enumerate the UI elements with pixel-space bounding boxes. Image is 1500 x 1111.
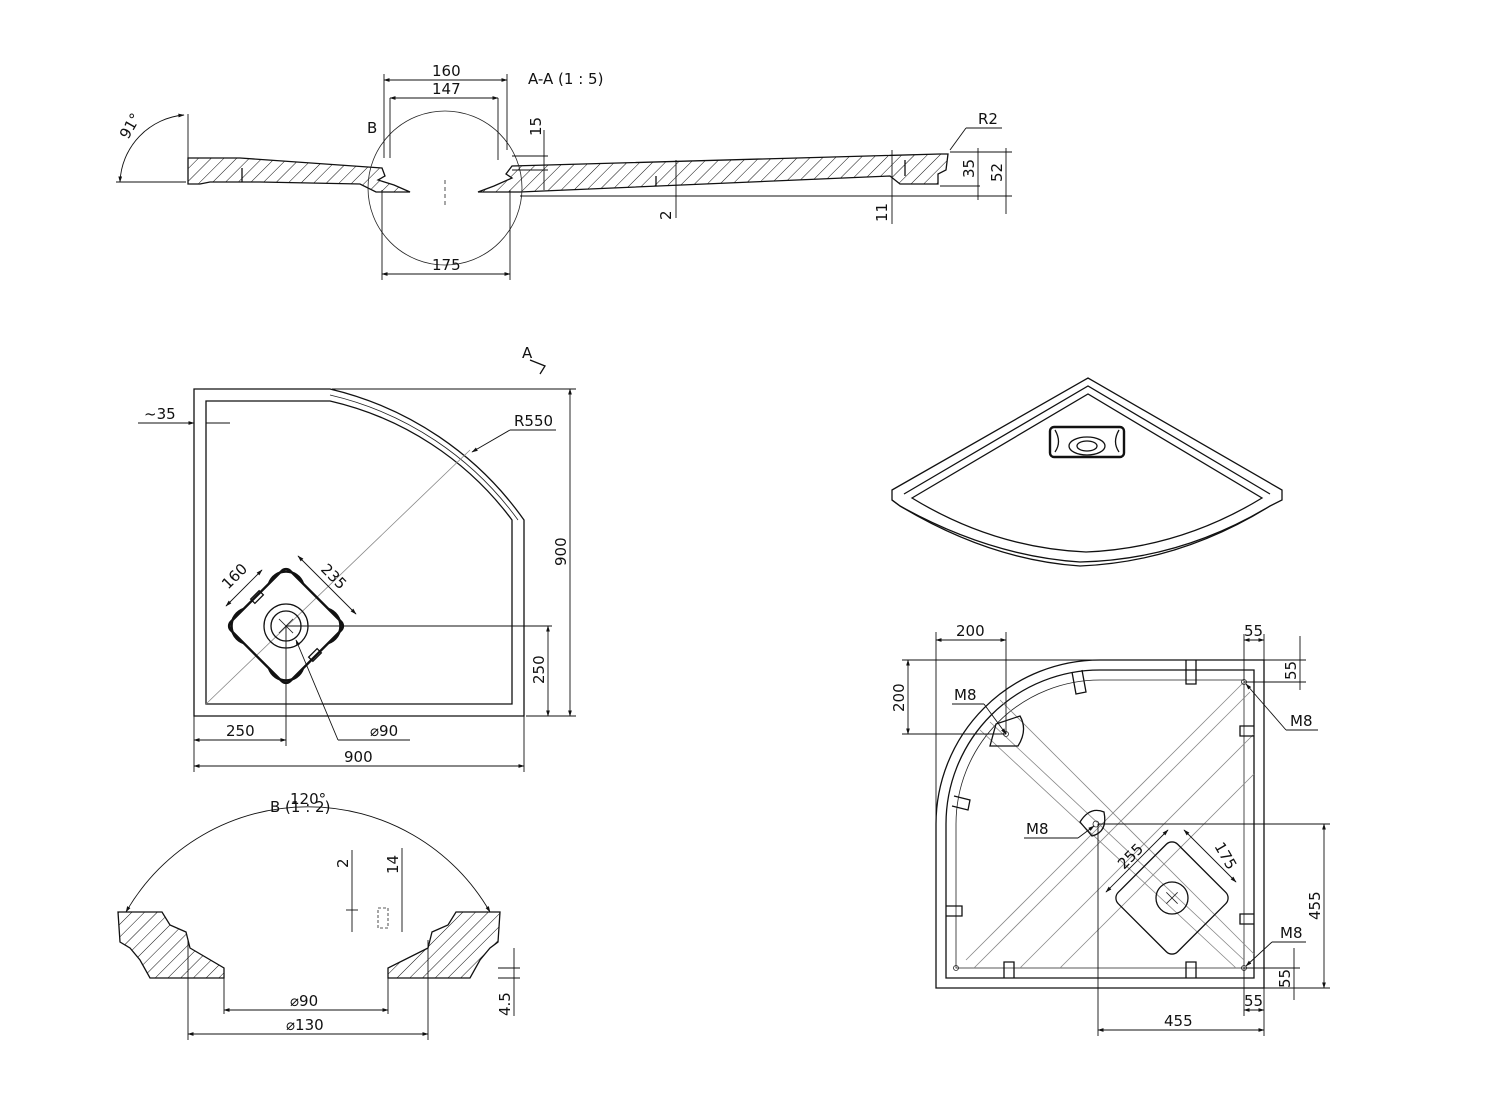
dim-175: 175 <box>1211 839 1241 873</box>
detail-b-dim-dia90: ⌀90 <box>290 992 318 1010</box>
dim-900-vertical: 900 <box>552 537 570 566</box>
dim-box-160: 160 <box>218 560 251 593</box>
dim-15-aa: 15 <box>527 117 545 136</box>
detail-b-view: B (1 : 2) 120° 2 14 4.5 ⌀90 ⌀130 <box>117 790 520 1040</box>
isometric-view <box>891 377 1283 567</box>
m8-label-4: M8 <box>1280 924 1303 942</box>
tray-outline <box>193 388 525 717</box>
dim-455-horizontal: 455 <box>1164 1012 1193 1030</box>
dim-11-aa: 11 <box>873 203 891 222</box>
detail-b-left-profile <box>117 911 225 979</box>
detail-circle-b <box>367 110 523 266</box>
dim-r550: R550 <box>514 412 553 430</box>
detail-b-angle: 120° <box>290 790 326 808</box>
plan-view: A ~35 R550 <box>138 344 576 772</box>
section-aa-title: A-A (1 : 5) <box>528 70 603 88</box>
section-marker-a: A <box>522 344 533 362</box>
dim-box-235: 235 <box>317 560 350 593</box>
detail-b-dim-14: 14 <box>384 855 402 874</box>
dim-147-aa: 147 <box>432 80 461 98</box>
right-section-slab <box>477 153 949 193</box>
dim-250-horizontal: 250 <box>226 722 255 740</box>
detail-b-dim-2: 2 <box>334 858 352 868</box>
dim-160-aa: 160 <box>432 62 461 80</box>
dim-52-aa: 52 <box>988 163 1006 182</box>
dim-drain-90: ⌀90 <box>370 722 398 740</box>
bottom-outline <box>935 659 1265 989</box>
angle-91-label: 91° <box>116 110 145 142</box>
bottom-view: 200 200 M8 M8 M8 M8 55 55 455 <box>890 622 1330 1036</box>
dim-55-right-bottom: 55 <box>1276 969 1294 988</box>
dim-900-horizontal: 900 <box>344 748 373 766</box>
m8-label-3: M8 <box>1290 712 1313 730</box>
iso-drain <box>1048 425 1126 459</box>
dim-200-vertical: 200 <box>890 683 908 712</box>
dim-r2-aa: R2 <box>978 110 998 128</box>
tray-inner-outline <box>205 400 513 705</box>
detail-b-dim-4-5: 4.5 <box>496 992 514 1016</box>
dim-455-vertical: 455 <box>1306 891 1324 920</box>
m8-label-1: M8 <box>954 686 977 704</box>
dim-175-aa: 175 <box>432 256 461 274</box>
dim-55-top: 55 <box>1244 622 1263 640</box>
dim-200-horizontal: 200 <box>956 622 985 640</box>
dim-35-aa: 35 <box>960 159 978 178</box>
dim-55-bottom: 55 <box>1244 992 1263 1010</box>
m8-label-2: M8 <box>1026 820 1049 838</box>
detail-b-dim-dia130: ⌀130 <box>286 1016 324 1034</box>
dim-2-aa: 2 <box>657 210 675 220</box>
dim-250-vertical: 250 <box>530 655 548 684</box>
section-aa-view: A-A (1 : 5) 91° B 160 147 175 <box>116 62 1012 280</box>
detail-b-right-profile <box>387 911 501 979</box>
dim-55-right-top: 55 <box>1282 661 1300 680</box>
detail-b-marker: B <box>367 119 377 137</box>
dim-rim-35: ~35 <box>144 405 176 423</box>
left-section-slab <box>187 157 411 193</box>
